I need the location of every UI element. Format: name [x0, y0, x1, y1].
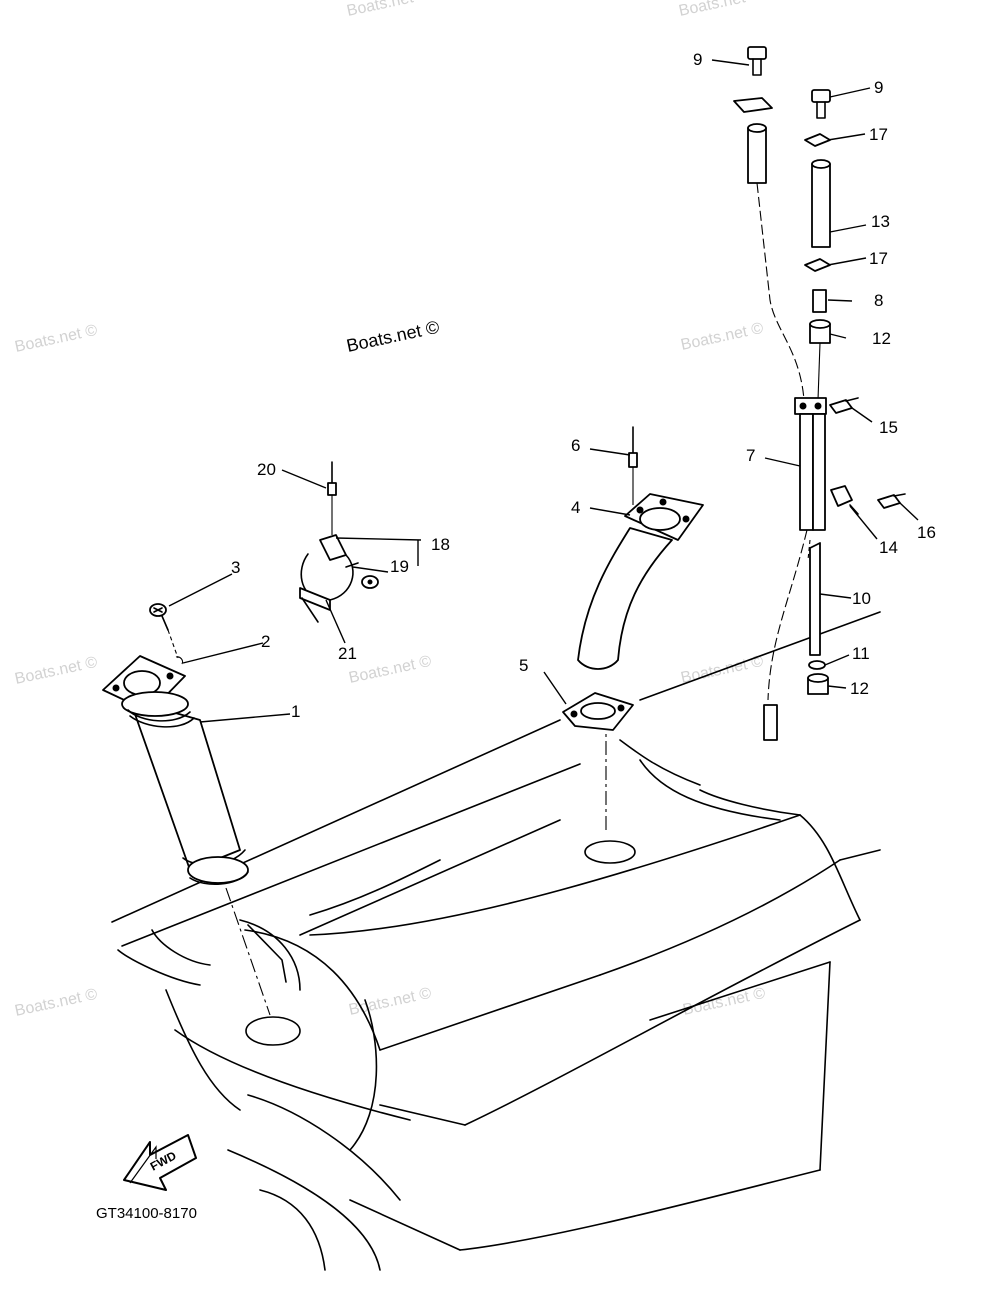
screw-part-3 — [149, 603, 179, 659]
callout-10: 10 — [852, 589, 871, 608]
rivet-part-6 — [628, 426, 638, 505]
cap-part-12 — [807, 673, 829, 695]
pipe-bracket-part-7 — [794, 397, 827, 561]
callout-18: 18 — [431, 535, 450, 554]
hull-outline — [111, 611, 881, 1271]
watermark: Boats.net © — [345, 0, 431, 20]
pipe-part-10 — [809, 542, 821, 656]
figure-code: GT34100-8170 — [96, 1205, 197, 1222]
rivet-part-15 — [829, 397, 859, 414]
callout-12b: 12 — [850, 679, 869, 698]
callout-16: 16 — [917, 523, 936, 542]
callout-8: 8 — [874, 291, 883, 310]
cable-tie-part-21 — [299, 587, 331, 623]
forward-arrow-icon: FWD — [123, 1134, 197, 1191]
callout-9a: 9 — [693, 50, 702, 69]
callout-6: 6 — [571, 436, 580, 455]
gasket-part-5 — [562, 692, 634, 731]
breather-assembly — [733, 46, 906, 741]
watermark: Boats.net © — [13, 654, 99, 688]
clip-part-14 — [830, 485, 859, 515]
callout-2: 2 — [261, 632, 270, 651]
callout-15: 15 — [879, 418, 898, 437]
rivet-part-20 — [327, 461, 337, 535]
breather-pipe-right — [804, 89, 831, 401]
nut-part-19 — [361, 575, 379, 589]
callout-21: 21 — [338, 644, 357, 663]
callout-11: 11 — [852, 644, 870, 663]
rivet-part-16 — [877, 493, 906, 509]
leader-lines — [168, 59, 919, 723]
callout-20: 20 — [257, 460, 276, 479]
clip-part-11 — [808, 660, 826, 670]
callout-5: 5 — [519, 656, 528, 675]
gasket-part-2 — [175, 656, 184, 665]
callout-17a: 17 — [869, 125, 888, 144]
breather-pipe-left — [733, 46, 805, 401]
watermark: Boats.net © — [347, 653, 433, 687]
callout-17b: 17 — [869, 249, 888, 268]
callout-7: 7 — [746, 446, 755, 465]
callout-1: 1 — [291, 702, 300, 721]
callout-4: 4 — [571, 498, 580, 517]
watermark: Boats.net © — [13, 986, 99, 1020]
callout-9b: 9 — [874, 78, 883, 97]
callout-14: 14 — [879, 538, 898, 557]
filler-neck-part-1 — [102, 655, 271, 1016]
breather-pipe-lower — [763, 529, 808, 741]
callout-19: 19 — [390, 557, 409, 576]
brand-label: Boats.net © — [345, 317, 441, 356]
watermark: Boats.net © — [13, 322, 99, 356]
clamp-bracket-part-18 — [300, 534, 359, 601]
watermark: Boats.net © — [677, 0, 763, 20]
callout-13: 13 — [871, 212, 890, 231]
vent-hose-part-4 — [577, 493, 704, 830]
callout-3: 3 — [231, 558, 240, 577]
callout-12a: 12 — [872, 329, 891, 348]
watermark: Boats.net © — [347, 985, 433, 1019]
callouts: 1 2 3 4 5 6 7 8 9 9 10 11 12 12 13 14 15… — [231, 50, 936, 721]
watermark: Boats.net © — [679, 320, 765, 354]
